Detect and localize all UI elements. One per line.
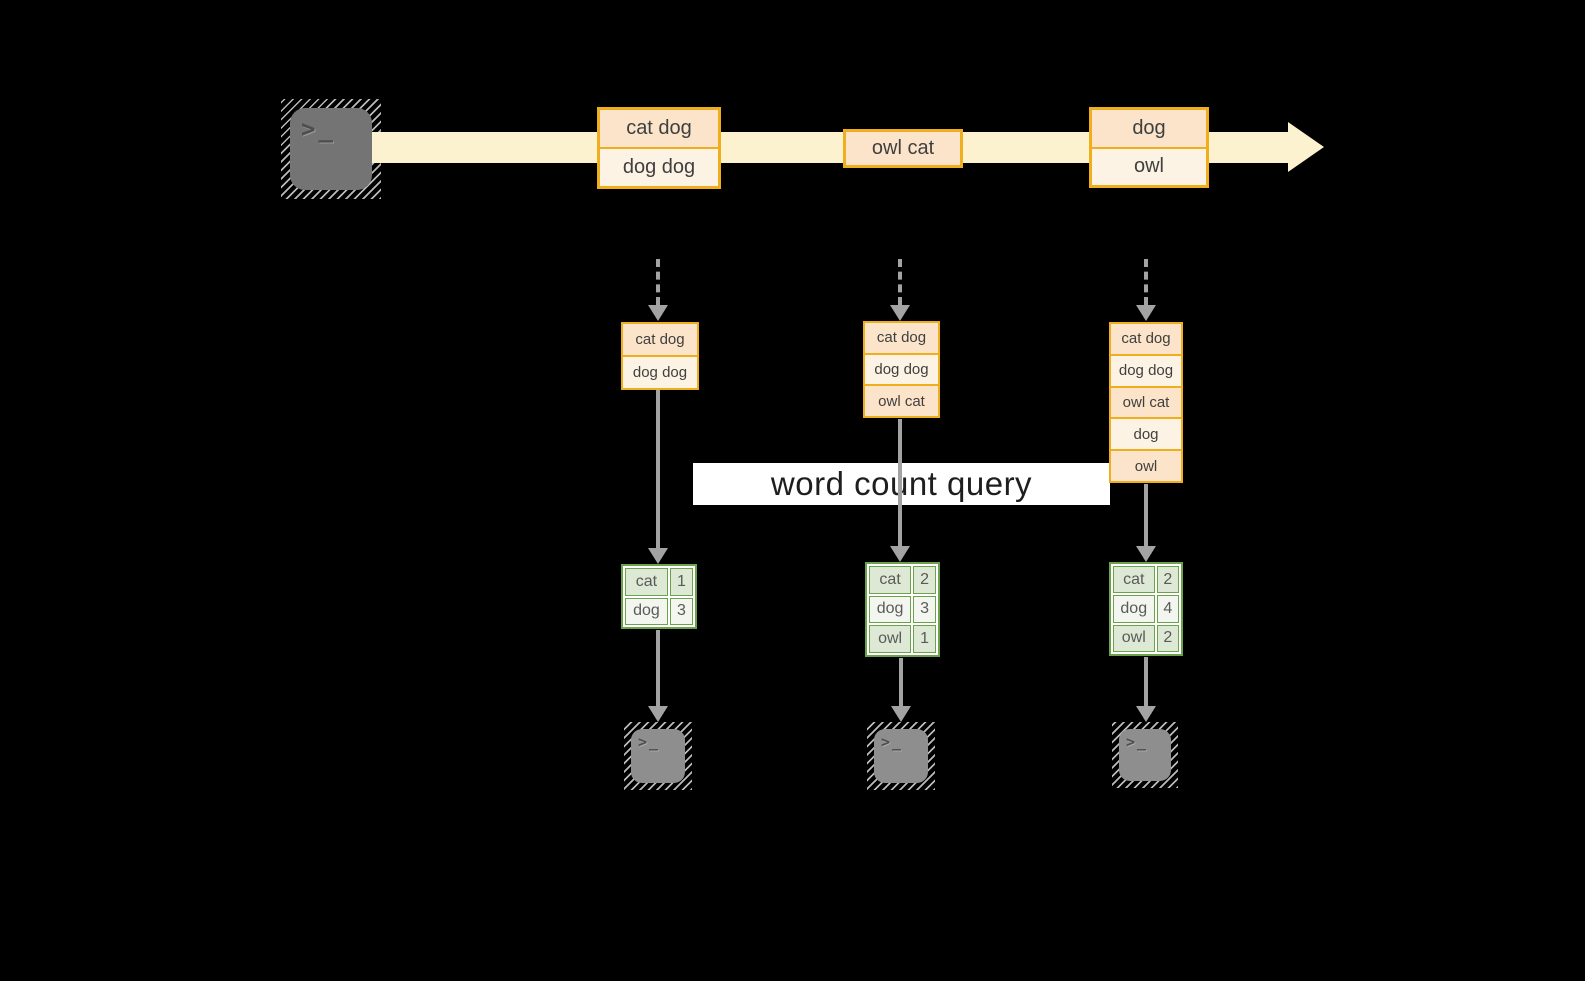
result-table-3: cat 2 dog 4 owl 2 — [1109, 562, 1183, 656]
sink-terminal-icon-3: >_ — [1112, 722, 1178, 788]
word-cell: cat — [1113, 566, 1155, 594]
dashed-arrow-2 — [898, 259, 902, 305]
word-cell: dog — [869, 595, 912, 624]
state-table-1: cat dog dog dog — [621, 322, 699, 390]
query-arrow-2-head-icon — [890, 546, 910, 562]
terminal-prompt-icon: >_ — [301, 115, 336, 143]
terminal-body — [290, 108, 372, 190]
terminal-prompt-icon: >_ — [1126, 733, 1149, 751]
word-cell: cat — [869, 566, 912, 594]
count-cell: 2 — [913, 566, 936, 594]
state-row: owl — [1111, 451, 1181, 481]
output-arrow-1-head-icon — [648, 706, 668, 722]
state-table-2: cat dog dog dog owl cat — [863, 321, 940, 418]
source-terminal-icon: >_ — [281, 99, 381, 199]
count-cell: 3 — [669, 597, 693, 625]
output-arrow-2-head-icon — [891, 706, 911, 722]
query-arrow-3-head-icon — [1136, 546, 1156, 562]
count-cell: 4 — [1156, 595, 1179, 623]
stream-batch-3: dog owl — [1089, 107, 1209, 188]
terminal-prompt-icon: >_ — [881, 733, 904, 751]
query-arrow-1 — [656, 390, 660, 548]
word-cell: dog — [625, 597, 668, 625]
dashed-arrow-1-head-icon — [648, 305, 668, 321]
state-row: dog dog — [1111, 355, 1181, 386]
state-row: owl cat — [865, 386, 938, 417]
stream-batch-1: cat dog dog dog — [597, 107, 721, 189]
state-row: cat dog — [623, 324, 697, 355]
count-cell: 2 — [1156, 566, 1179, 594]
count-cell: 3 — [913, 595, 936, 624]
query-arrow-2 — [898, 419, 902, 546]
query-arrow-1-head-icon — [648, 548, 668, 564]
count-cell: 1 — [669, 568, 693, 596]
state-row: dog — [1111, 419, 1181, 450]
stream-record: cat dog — [600, 110, 718, 147]
terminal-body — [1119, 729, 1171, 781]
result-table-1: cat 1 dog 3 — [621, 564, 697, 629]
query-arrow-3 — [1144, 484, 1148, 546]
count-cell: 1 — [913, 625, 936, 653]
state-row: dog dog — [623, 357, 697, 388]
terminal-body — [874, 729, 928, 783]
output-arrow-3-head-icon — [1136, 706, 1156, 722]
result-table-2: cat 2 dog 3 owl 1 — [865, 562, 940, 657]
output-arrow-3 — [1144, 657, 1148, 706]
state-row: cat dog — [865, 323, 938, 353]
stream-arrow-head-icon — [1288, 122, 1324, 172]
word-cell: dog — [1113, 595, 1155, 623]
stream-record: dog — [1092, 110, 1206, 147]
sink-terminal-icon-2: >_ — [867, 722, 935, 790]
state-row: dog dog — [865, 354, 938, 385]
stream-record: owl cat — [846, 132, 960, 165]
word-cell: cat — [625, 568, 668, 596]
dashed-arrow-2-head-icon — [890, 305, 910, 321]
dashed-arrow-3 — [1144, 259, 1148, 305]
dashed-arrow-3-head-icon — [1136, 305, 1156, 321]
word-cell: owl — [869, 625, 912, 653]
terminal-body — [631, 729, 685, 783]
stream-record: dog dog — [600, 149, 718, 186]
terminal-prompt-icon: >_ — [638, 733, 661, 751]
output-arrow-1 — [656, 630, 660, 706]
count-cell: 2 — [1156, 624, 1179, 652]
state-table-3: cat dog dog dog owl cat dog owl — [1109, 322, 1183, 483]
state-row: cat dog — [1111, 324, 1181, 354]
stream-record: owl — [1092, 148, 1206, 185]
dashed-arrow-1 — [656, 259, 660, 305]
output-arrow-2 — [899, 658, 903, 706]
state-row: owl cat — [1111, 387, 1181, 418]
word-cell: owl — [1113, 624, 1155, 652]
stream-batch-2: owl cat — [843, 129, 963, 168]
sink-terminal-icon-1: >_ — [624, 722, 692, 790]
